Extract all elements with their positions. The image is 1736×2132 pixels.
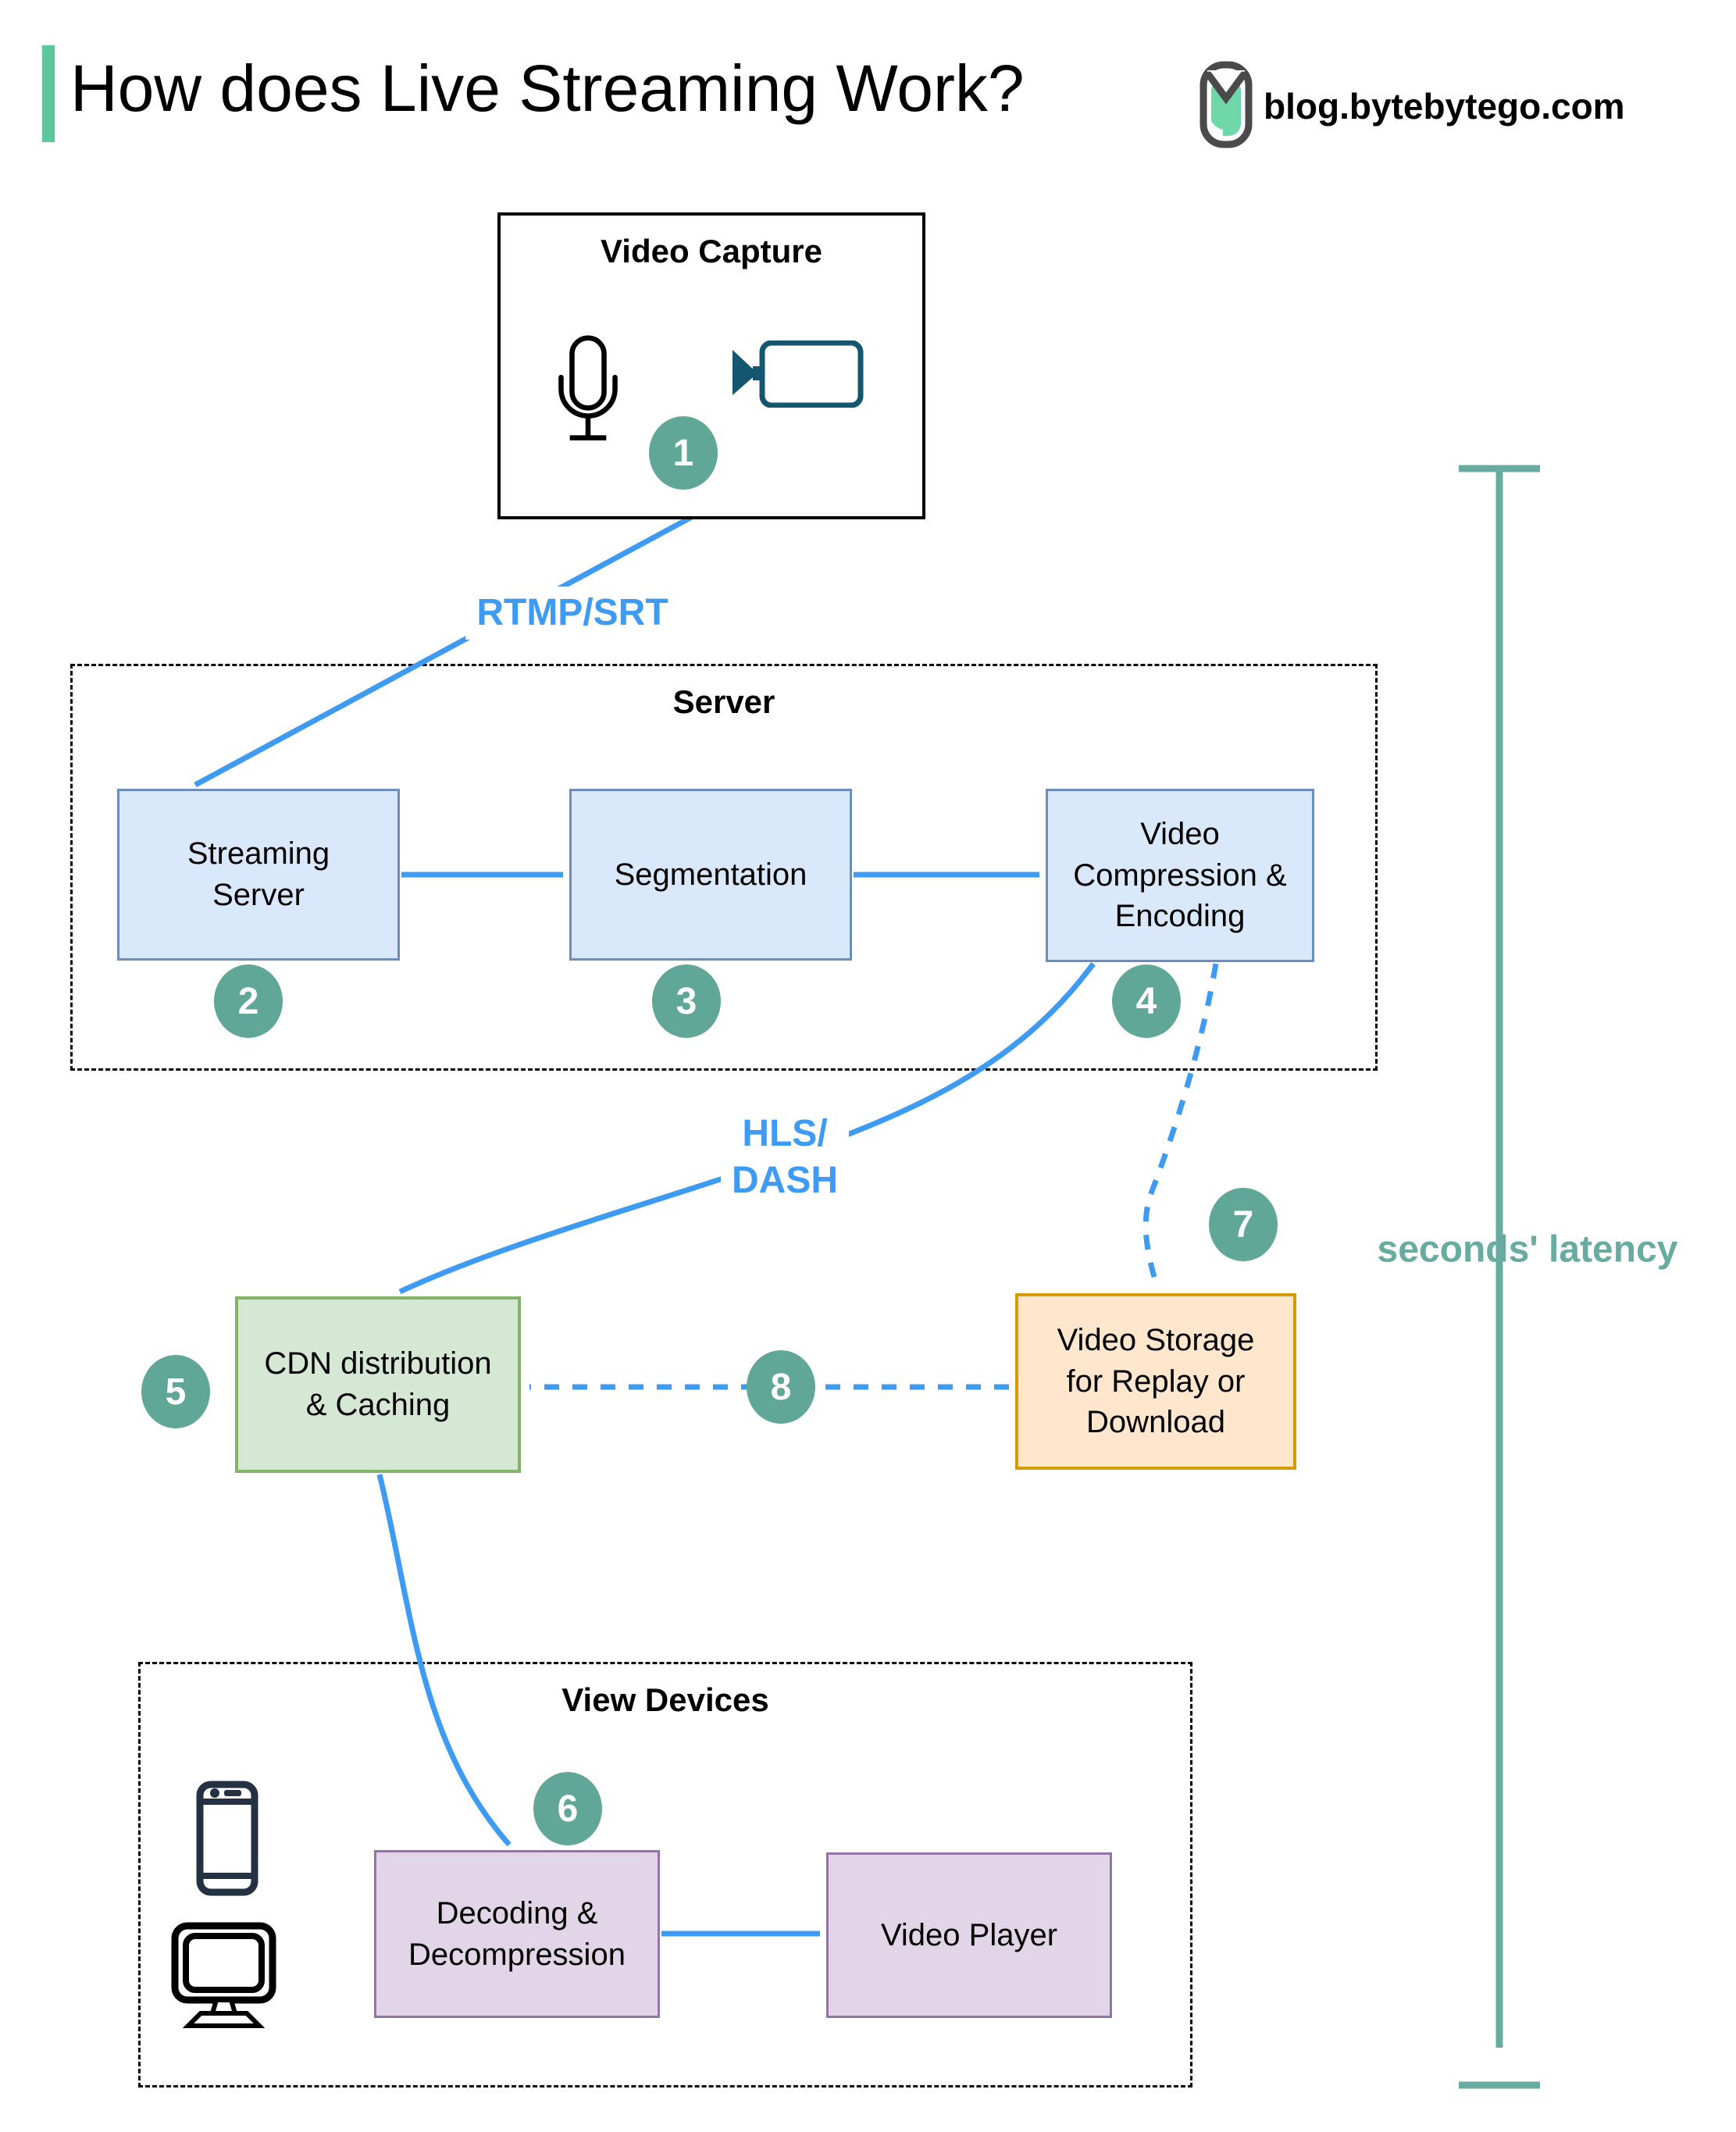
cdn-distribution-caching-label: CDN distribution & Caching xyxy=(264,1346,492,1422)
microphone-icon xyxy=(555,331,621,448)
step-badge-7: 7 xyxy=(1209,1188,1278,1261)
monitor-icon xyxy=(171,1922,276,2031)
segmentation-label: Segmentation xyxy=(614,857,807,892)
edge-label-hls-dash: HLS/ DASH xyxy=(720,1107,850,1207)
step-badge-6: 6 xyxy=(533,1772,602,1845)
view-devices-group-title: View Devices xyxy=(561,1681,769,1718)
step-badge-1: 1 xyxy=(649,416,718,490)
bytebytego-logo-icon xyxy=(1200,61,1253,148)
video-storage-label: Video Storage for Replay or Download xyxy=(1057,1322,1255,1440)
step-badge-8: 8 xyxy=(747,1350,815,1424)
step-badge-4: 4 xyxy=(1112,964,1181,1038)
video-compression-encoding-label: Video Compression & Encoding xyxy=(1073,816,1287,934)
video-camera-icon xyxy=(731,340,865,408)
step-badge-2: 2 xyxy=(214,964,283,1038)
page-title: How does Live Streaming Work? xyxy=(70,52,1025,125)
node-video-compression-encoding: Video Compression & Encoding xyxy=(1046,789,1314,962)
step-badge-3: 3 xyxy=(652,964,721,1038)
video-player-label: Video Player xyxy=(880,1917,1058,1952)
edge-label-rtmp-srt: RTMP/SRT xyxy=(465,586,679,640)
arrow-compression-to-storage xyxy=(1142,963,1219,1289)
group-server: Server xyxy=(70,664,1378,1071)
node-cdn-distribution-caching: CDN distribution & Caching xyxy=(235,1296,521,1473)
step-badge-5: 5 xyxy=(141,1355,210,1428)
node-streaming-server: Streaming Server xyxy=(117,789,400,961)
smartphone-icon xyxy=(196,1781,258,1896)
group-view-devices: View Devices xyxy=(138,1662,1192,2087)
node-video-player: Video Player xyxy=(826,1852,1112,2018)
latency-label: seconds' latency xyxy=(1377,1228,1678,1271)
node-segmentation: Segmentation xyxy=(569,789,852,961)
arrow-capture-to-streaming-server xyxy=(194,510,700,788)
video-capture-title: Video Capture xyxy=(601,233,822,269)
decoding-decompression-label: Decoding & Decompression xyxy=(408,1895,626,1972)
node-decoding-decompression: Decoding & Decompression xyxy=(374,1850,660,2018)
title-accent-bar xyxy=(42,45,55,142)
node-video-storage: Video Storage for Replay or Download xyxy=(1015,1293,1296,1470)
streaming-server-label: Streaming Server xyxy=(187,836,330,912)
server-group-title: Server xyxy=(672,683,775,720)
site-url: blog.bytebytego.com xyxy=(1264,86,1625,127)
arrow-cdn-to-decoding xyxy=(376,1474,512,1847)
